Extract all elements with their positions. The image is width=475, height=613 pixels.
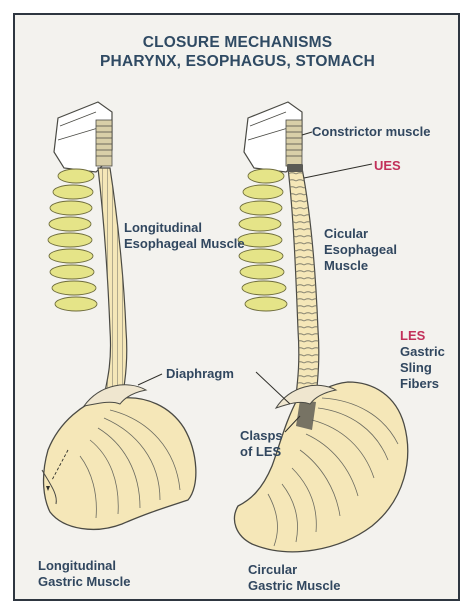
label-constrictor-muscle: Constrictor muscle [312, 124, 430, 139]
label-les: LES [400, 328, 425, 343]
left-spine [48, 169, 97, 311]
left-esophagus [98, 168, 127, 398]
label-ues: UES [374, 158, 401, 173]
right-spine [238, 169, 287, 311]
right-esophagus [287, 164, 319, 398]
left-pharynx [54, 102, 112, 172]
title-line-1: CLOSURE MECHANISMS [0, 34, 475, 52]
title-line-2: PHARYNX, ESOPHAGUS, STOMACH [0, 53, 475, 71]
label-diaphragm: Diaphragm [166, 366, 234, 381]
left-stomach [42, 396, 196, 529]
right-pharynx [244, 102, 302, 172]
right-stomach [234, 382, 407, 552]
